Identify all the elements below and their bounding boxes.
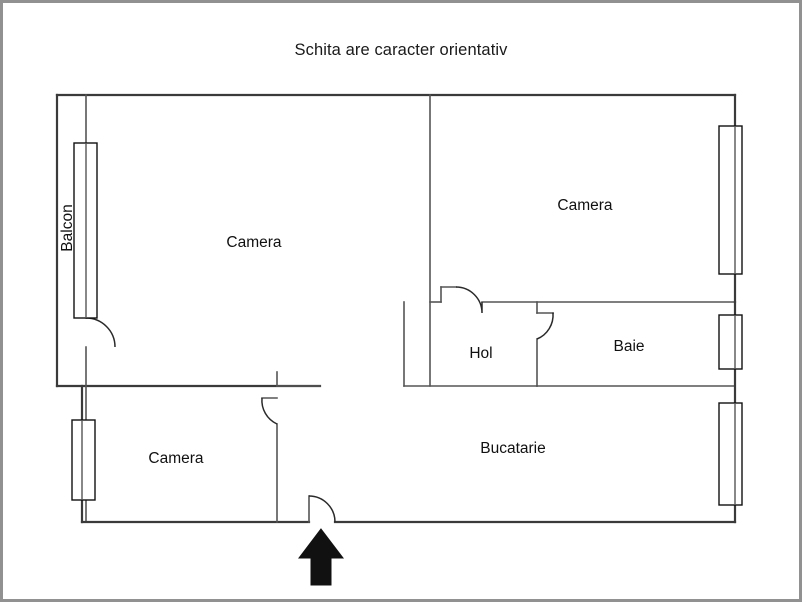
entrance-arrow <box>297 528 345 586</box>
door-camera-3-arc <box>261 397 278 425</box>
door-entrance-arc <box>308 495 336 523</box>
door-baie-arc <box>536 312 554 340</box>
entrance-arrow-shape <box>297 528 345 586</box>
window-mullions <box>81 126 736 505</box>
room-label-camera-1: Camera <box>226 234 282 251</box>
window-baie <box>718 314 743 370</box>
room-label-camera-2: Camera <box>557 197 613 214</box>
room-label-balcon: Balcon <box>59 204 76 252</box>
door-camera-2-arc <box>455 286 483 314</box>
room-label-hol: Hol <box>469 345 493 362</box>
door-arcs <box>85 286 554 523</box>
room-label-bucatarie: Bucatarie <box>480 440 546 457</box>
window-camera-3 <box>71 419 96 501</box>
door-balcon-arc <box>85 317 116 348</box>
window-camera-2 <box>718 125 743 275</box>
room-label-baie: Baie <box>613 338 645 355</box>
room-label-camera-3: Camera <box>148 450 204 467</box>
page-title: Schita are caracter orientativ <box>294 41 508 59</box>
window-bucatarie <box>718 402 743 506</box>
windows <box>71 125 743 506</box>
